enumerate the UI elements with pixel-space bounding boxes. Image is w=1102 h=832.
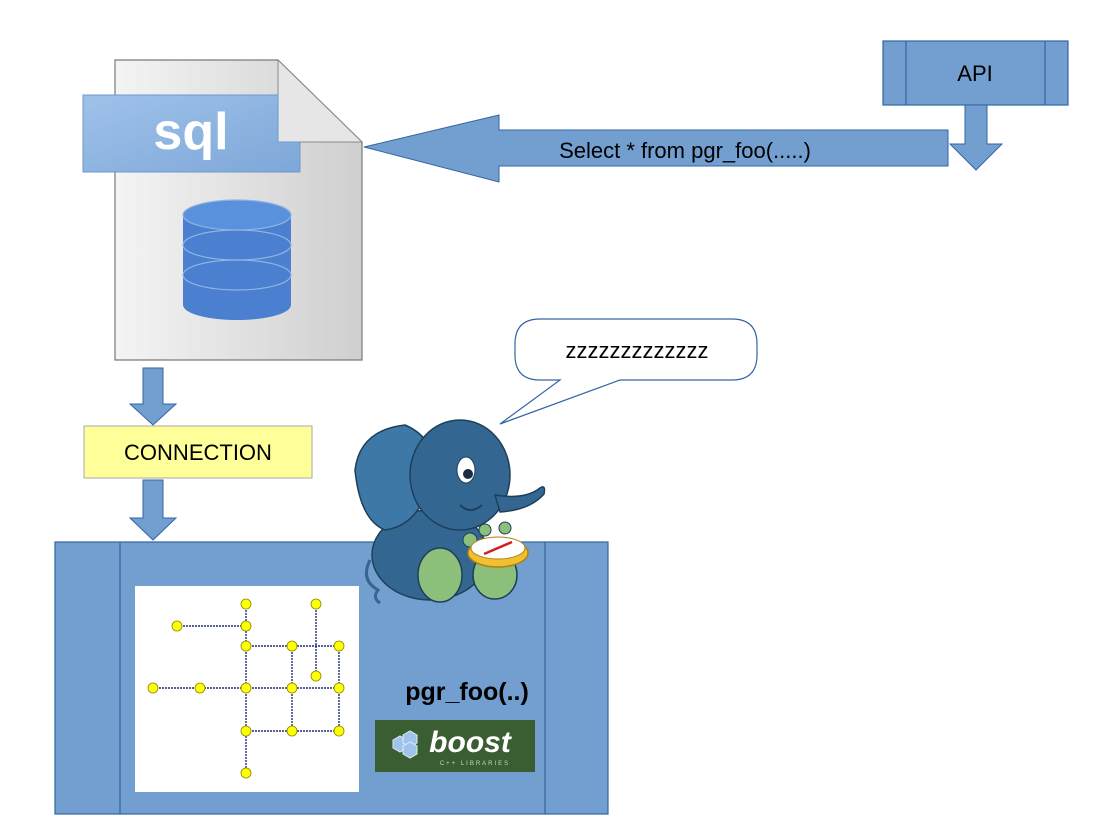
boost-subtext: C++ LIBRARIES bbox=[440, 761, 510, 767]
function-label: pgr_foo(..) bbox=[405, 678, 529, 706]
graph-node bbox=[147, 682, 159, 694]
graph-node bbox=[310, 598, 322, 610]
graph-node bbox=[286, 725, 298, 737]
graph-nodes bbox=[147, 598, 345, 779]
graph-node bbox=[240, 767, 252, 779]
sql-file-icon: sql bbox=[82, 58, 364, 361]
query-text: Select * from pgr_foo(.....) bbox=[559, 138, 811, 163]
speech-bubble: zzzzzzzzzzzzz bbox=[499, 318, 758, 425]
query-arrow bbox=[363, 114, 949, 183]
api-down-arrow bbox=[948, 104, 1004, 171]
boost-text: boost bbox=[429, 726, 513, 759]
graph-node bbox=[240, 682, 252, 694]
api-box: API bbox=[882, 40, 1069, 106]
api-label: API bbox=[957, 61, 992, 86]
database-icon bbox=[182, 199, 292, 320]
graph-node bbox=[240, 620, 252, 632]
graph-node bbox=[286, 640, 298, 652]
connection-label: CONNECTION bbox=[124, 440, 272, 465]
connection-box: CONNECTION bbox=[83, 425, 313, 479]
elephant-mascot bbox=[354, 419, 546, 605]
boost-hex-icon bbox=[392, 730, 418, 759]
graph-node bbox=[171, 620, 183, 632]
graph-node bbox=[333, 725, 345, 737]
sql-to-connection-arrow bbox=[128, 367, 178, 426]
graph-node bbox=[240, 640, 252, 652]
compass-icon bbox=[467, 536, 529, 568]
graph-node bbox=[240, 598, 252, 610]
graph-node bbox=[194, 682, 206, 694]
boost-logo: boost C++ LIBRARIES bbox=[375, 720, 535, 772]
graph-node bbox=[286, 682, 298, 694]
speech-text: zzzzzzzzzzzzz bbox=[566, 338, 709, 363]
connection-to-function-arrow bbox=[128, 479, 178, 541]
graph-node bbox=[240, 725, 252, 737]
sql-label: sql bbox=[153, 103, 228, 161]
graph-node bbox=[333, 682, 345, 694]
graph-node bbox=[333, 640, 345, 652]
graph-image bbox=[135, 586, 359, 792]
graph-node bbox=[310, 670, 322, 682]
